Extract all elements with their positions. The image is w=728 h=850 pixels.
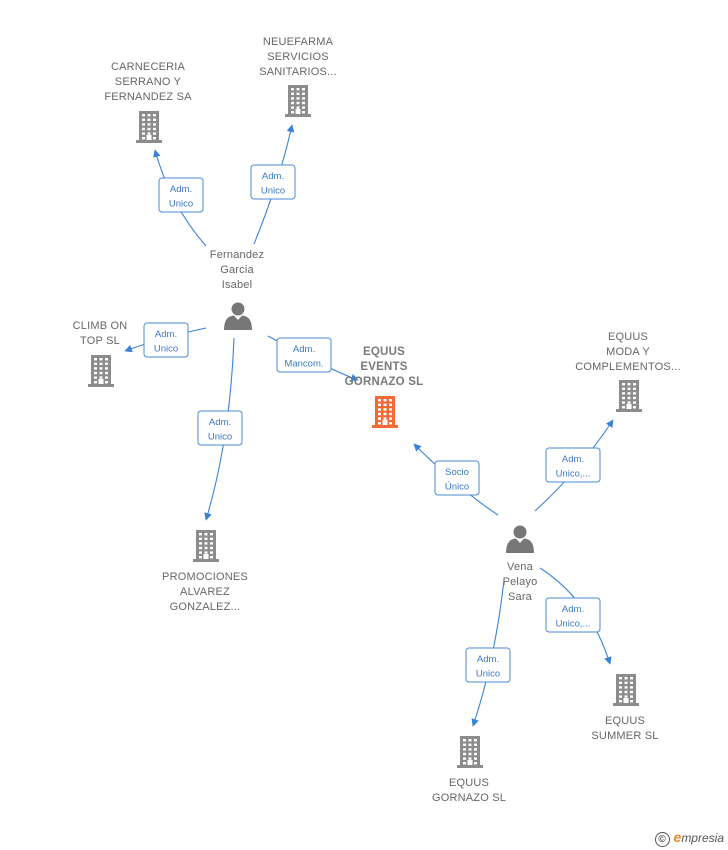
brand-logo-text: mpresia	[681, 831, 724, 845]
node-label-line: Garcia	[220, 264, 254, 276]
relation-label-r1[interactable]: Adm. Unico	[158, 177, 204, 213]
relation-box	[465, 647, 511, 683]
node-label-line: GORNAZO SL	[432, 792, 506, 804]
node-label-line: SANITARIOS...	[259, 66, 337, 78]
node-label-line: ALVAREZ	[180, 586, 230, 598]
relation-box	[545, 597, 601, 633]
brand-footer[interactable]: ©empresia	[654, 829, 724, 847]
building-icon	[457, 736, 483, 768]
node-label-line: EQUUS	[605, 715, 645, 727]
node-label-line: CLIMB ON	[73, 320, 128, 332]
node-equus-summer[interactable]: EQUUS SUMMER SL	[591, 674, 658, 742]
node-label-line: SERRANO Y	[115, 76, 182, 88]
building-icon	[616, 380, 642, 412]
node-label-line: EQUUS	[449, 777, 489, 789]
building-icon	[613, 674, 639, 706]
relation-text: Adm.	[562, 454, 584, 465]
node-carneceria[interactable]: CARNECERIA SERRANO Y FERNANDEZ SA	[104, 61, 192, 143]
relation-label-r9[interactable]: Adm. Unico	[465, 647, 511, 683]
building-icon	[372, 396, 398, 428]
nodes-layer: CARNECERIA SERRANO Y FERNANDEZ SA NEUEFARMA…	[73, 36, 681, 804]
relation-text: Único	[445, 482, 469, 493]
node-promociones[interactable]: PROMOCIONES ALVAREZ GONZALEZ...	[162, 530, 248, 613]
node-label-line: CARNECERIA	[111, 61, 186, 73]
relation-text: Socio	[445, 467, 469, 478]
person-icon	[506, 525, 534, 553]
node-label-line: EQUUS	[363, 346, 405, 358]
relation-text: Adm.	[170, 184, 192, 195]
node-label-line: EQUUS	[608, 331, 648, 343]
relation-label-r7[interactable]: Adm. Unico,...	[545, 447, 601, 483]
relation-text: Adm.	[155, 329, 177, 340]
relation-text: Mancom.	[284, 359, 323, 370]
relation-text: Adm.	[209, 417, 231, 428]
node-label-line: FERNANDEZ SA	[104, 91, 192, 103]
node-label-line: Isabel	[222, 279, 253, 291]
node-label-line: Pelayo	[503, 576, 538, 588]
copyright-icon: ©	[654, 832, 670, 847]
node-label-line: SERVICIOS	[267, 51, 329, 63]
relation-text: Unico	[261, 186, 285, 197]
relation-text: Unico	[169, 199, 193, 210]
node-neuefarma[interactable]: NEUEFARMA SERVICIOS SANITARIOS...	[259, 36, 337, 117]
relation-box	[434, 460, 480, 496]
node-label-line: COMPLEMENTOS...	[575, 361, 680, 373]
relation-label-r4[interactable]: Adm. Mancom.	[276, 337, 332, 373]
relation-box	[276, 337, 332, 373]
node-equus-gornazo[interactable]: EQUUS GORNAZO SL	[432, 736, 506, 804]
relation-box	[250, 164, 296, 200]
node-label-line: GONZALEZ...	[170, 601, 241, 613]
building-icon	[136, 111, 162, 143]
building-icon	[193, 530, 219, 562]
node-label-line: GORNAZO SL	[345, 376, 424, 388]
person-icon	[224, 302, 252, 330]
relation-text: Unico	[208, 432, 232, 443]
relation-text: Unico,...	[556, 619, 591, 630]
relation-box	[143, 322, 189, 358]
building-icon	[285, 85, 311, 117]
relation-label-r8[interactable]: Adm. Unico,...	[545, 597, 601, 633]
node-label-line: Fernandez	[210, 249, 264, 261]
brand-logo-initial: e	[673, 829, 682, 845]
node-label-line: EVENTS	[360, 361, 407, 373]
relation-text: Adm.	[262, 171, 284, 182]
relation-label-r3[interactable]: Adm. Unico	[143, 322, 189, 358]
relation-text: Adm.	[477, 654, 499, 665]
relation-box	[158, 177, 204, 213]
relation-text: Unico	[476, 669, 500, 680]
node-equus-events[interactable]: EQUUS EVENTS GORNAZO SL	[345, 346, 424, 428]
relation-text: Adm.	[293, 344, 315, 355]
relation-box	[545, 447, 601, 483]
relation-text: Unico,...	[556, 469, 591, 480]
relation-box	[197, 410, 243, 446]
node-label-line: Sara	[508, 591, 533, 603]
node-label-line: PROMOCIONES	[162, 571, 248, 583]
node-label-line: SUMMER SL	[591, 730, 658, 742]
node-label-line: Vena	[507, 561, 534, 573]
node-label-line: TOP SL	[80, 335, 120, 347]
relation-label-r2[interactable]: Adm. Unico	[250, 164, 296, 200]
node-label-line: MODA Y	[606, 346, 650, 358]
node-label-line: NEUEFARMA	[263, 36, 334, 48]
relation-text: Unico	[154, 344, 178, 355]
node-equus-moda[interactable]: EQUUS MODA Y COMPLEMENTOS...	[575, 331, 681, 412]
node-climb[interactable]: CLIMB ON TOP SL	[73, 320, 128, 387]
relation-label-r5[interactable]: Adm. Unico	[197, 410, 243, 446]
building-icon	[88, 355, 114, 387]
relation-text: Adm.	[562, 604, 584, 615]
